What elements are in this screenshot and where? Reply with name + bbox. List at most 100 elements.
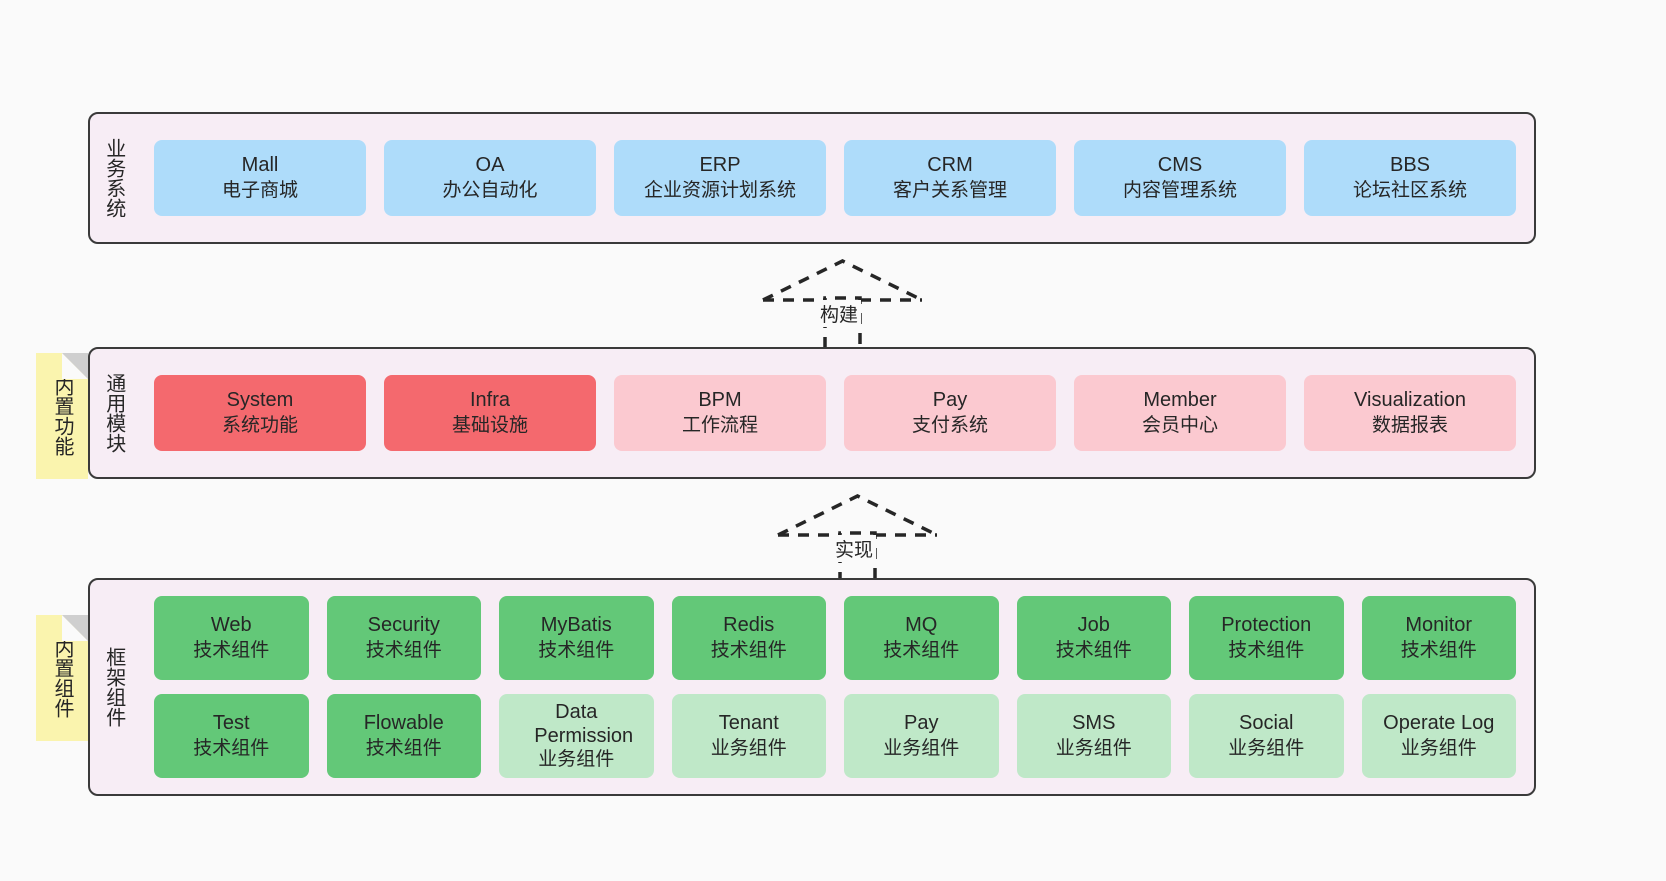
card-system[interactable]: System 系统功能 [154,375,366,451]
card-row-technical: Web 技术组件 Security 技术组件 MyBatis 技术组件 Redi… [154,596,1516,680]
card-oa[interactable]: OA 办公自动化 [384,140,596,216]
card-sms[interactable]: SMS 业务组件 [1016,694,1171,778]
card-title: OA [475,154,505,177]
card-erp[interactable]: ERP 企业资源计划系统 [614,140,826,216]
card-title: Infra [469,389,511,412]
card-row-business: Test 技术组件 Flowable 技术组件 Data Permission … [154,694,1516,778]
card-job[interactable]: Job 技术组件 [1016,596,1171,680]
card-subtitle: 技术组件 [365,737,442,759]
card-operate-log[interactable]: Operate Log 业务组件 [1361,694,1516,778]
layer-business-systems: 业务系统 Mall 电子商城 OA 办公自动化 ERP 企业资源计划系统 CRM… [88,112,1536,244]
card-tenant[interactable]: Tenant 业务组件 [671,694,826,778]
card-crm[interactable]: CRM 客户关系管理 [844,140,1056,216]
card-data-permission[interactable]: Data Permission 业务组件 [499,694,654,778]
card-title: CMS [1157,154,1203,177]
sticky-note-builtin-components: 内置组件 [36,615,88,741]
card-title: Web [210,614,252,637]
sticky-note-builtin-features: 内置功能 [36,353,88,479]
card-subtitle: 业务组件 [883,737,960,759]
card-monitor[interactable]: Monitor 技术组件 [1361,596,1516,680]
card-flowable[interactable]: Flowable 技术组件 [326,694,481,778]
card-subtitle: 技术组件 [1055,639,1132,661]
layer-title-business-systems: 业务系统 [102,138,125,218]
card-subtitle: 技术组件 [883,639,960,661]
card-title: Visualization [1354,389,1466,412]
card-bpm[interactable]: BPM 工作流程 [614,375,826,451]
card-title: CRM [927,154,973,177]
card-title: Member [1143,389,1217,412]
card-title: Data Permission [534,700,634,747]
card-subtitle: 会员中心 [1141,414,1218,436]
card-subtitle: 技术组件 [193,639,270,661]
card-pay-module[interactable]: Pay 支付系统 [844,375,1056,451]
connector-label-implement: 实现 [832,535,877,562]
card-subtitle: 业务组件 [538,748,615,770]
card-subtitle: 系统功能 [221,414,298,436]
card-title: Tenant [718,712,779,735]
card-title: Pay [932,389,968,412]
card-title: Redis [723,614,775,637]
sticky-note-label: 内置功能 [51,376,73,456]
layer-body-common-modules: System 系统功能 Infra 基础设施 BPM 工作流程 Pay 支付系统… [136,349,1534,477]
card-redis[interactable]: Redis 技术组件 [671,596,826,680]
card-title: MQ [905,614,938,637]
card-title: Protection [1221,614,1312,637]
card-mybatis[interactable]: MyBatis 技术组件 [499,596,654,680]
card-subtitle: 基础设施 [451,414,528,436]
card-subtitle: 支付系统 [911,414,988,436]
connector-build: 构建 [755,258,923,350]
card-title: Test [212,712,250,735]
card-subtitle: 业务组件 [710,737,787,759]
card-title: Mall [241,154,279,177]
layer-framework-components: 框架组件 Web 技术组件 Security 技术组件 MyBatis 技术组件… [88,578,1536,796]
layer-title-framework-components: 框架组件 [102,647,125,727]
card-mq[interactable]: MQ 技术组件 [844,596,999,680]
card-visualization[interactable]: Visualization 数据报表 [1304,375,1516,451]
card-security[interactable]: Security 技术组件 [326,596,481,680]
card-title: Monitor [1405,614,1473,637]
card-cms[interactable]: CMS 内容管理系统 [1074,140,1286,216]
card-title: SMS [1072,712,1116,735]
card-title: BPM [698,389,742,412]
layer-common-modules: 通用模块 System 系统功能 Infra 基础设施 BPM 工作流程 Pay… [88,347,1536,479]
card-subtitle: 内容管理系统 [1122,179,1237,201]
card-subtitle: 技术组件 [710,639,787,661]
card-subtitle: 业务组件 [1228,737,1305,759]
card-subtitle: 技术组件 [1400,639,1477,661]
card-subtitle: 技术组件 [365,639,442,661]
card-subtitle: 办公自动化 [442,179,538,201]
card-row: System 系统功能 Infra 基础设施 BPM 工作流程 Pay 支付系统… [154,375,1516,451]
card-bbs[interactable]: BBS 论坛社区系统 [1304,140,1516,216]
card-protection[interactable]: Protection 技术组件 [1189,596,1344,680]
card-subtitle: 业务组件 [1400,737,1477,759]
card-web[interactable]: Web 技术组件 [154,596,309,680]
card-subtitle: 数据报表 [1371,414,1448,436]
card-title: Operate Log [1383,712,1495,735]
card-mall[interactable]: Mall 电子商城 [154,140,366,216]
card-title: MyBatis [540,614,612,637]
connector-implement: 实现 [770,493,938,585]
card-pay-component[interactable]: Pay 业务组件 [844,694,999,778]
card-subtitle: 技术组件 [1228,639,1305,661]
card-subtitle: 工作流程 [681,414,758,436]
sticky-note-label: 内置组件 [51,638,73,718]
card-social[interactable]: Social 业务组件 [1189,694,1344,778]
card-title: Job [1077,614,1110,637]
card-title: Security [367,614,440,637]
card-row: Mall 电子商城 OA 办公自动化 ERP 企业资源计划系统 CRM 客户关系… [154,140,1516,216]
card-title: ERP [699,154,741,177]
card-subtitle: 电子商城 [221,179,298,201]
card-test[interactable]: Test 技术组件 [154,694,309,778]
card-member[interactable]: Member 会员中心 [1074,375,1286,451]
card-subtitle: 论坛社区系统 [1352,179,1467,201]
card-subtitle: 企业资源计划系统 [643,179,796,201]
card-infra[interactable]: Infra 基础设施 [384,375,596,451]
layer-body-business-systems: Mall 电子商城 OA 办公自动化 ERP 企业资源计划系统 CRM 客户关系… [136,114,1534,242]
card-subtitle: 业务组件 [1055,737,1132,759]
card-title: Pay [904,712,939,735]
card-title: System [226,389,294,412]
card-subtitle: 技术组件 [538,639,615,661]
card-subtitle: 技术组件 [193,737,270,759]
card-subtitle: 客户关系管理 [892,179,1007,201]
